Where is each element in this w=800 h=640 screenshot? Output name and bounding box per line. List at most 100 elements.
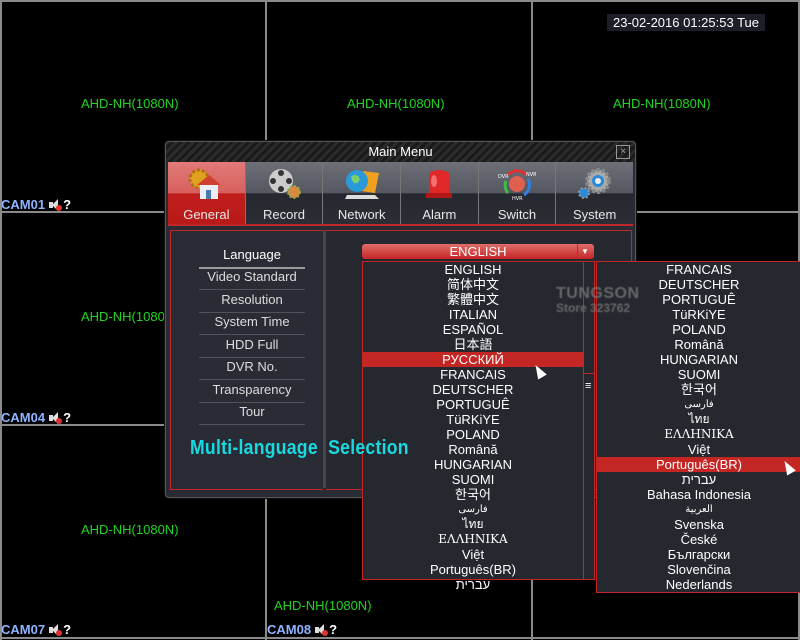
language-option[interactable]: Việt [461, 547, 485, 562]
tab-label: Switch [497, 207, 537, 222]
language-option[interactable]: TüRKiYE [672, 307, 726, 322]
submenu-resolution[interactable]: Resolution [199, 292, 305, 313]
language-option[interactable]: PORTUGUÊ [436, 397, 510, 412]
language-option[interactable]: فارسی [684, 399, 714, 410]
tab-general[interactable]: General [168, 162, 246, 224]
language-option[interactable]: עברית [455, 577, 491, 592]
siren-icon [426, 170, 453, 198]
language-option[interactable]: РУССКИЙ [363, 352, 583, 367]
tab-record[interactable]: Record [245, 162, 324, 224]
language-option[interactable]: FRANCAIS [440, 367, 506, 382]
audio-muted-icon [48, 623, 63, 636]
close-icon[interactable]: × [616, 145, 630, 159]
tab-network[interactable]: Network [323, 162, 402, 224]
language-option[interactable]: ไทย [462, 517, 484, 531]
tab-label: Record [263, 207, 305, 222]
language-option[interactable]: Việt [687, 442, 711, 457]
submenu-transparency[interactable]: Transparency [199, 382, 305, 403]
language-option[interactable]: TüRKiYE [446, 412, 500, 427]
language-option[interactable]: Português(BR) [597, 457, 800, 472]
audio-muted-icon [314, 623, 329, 636]
scrollbar-thumb[interactable] [584, 262, 594, 374]
submenu-video-standard[interactable]: Video Standard [199, 269, 305, 290]
language-option[interactable]: DEUTSCHER [658, 277, 740, 292]
language-option[interactable]: فارسی [458, 504, 488, 515]
camera-name: CAM07 [1, 622, 46, 637]
camera-label-cam07[interactable]: CAM07 ? [1, 622, 71, 637]
chevron-down-icon[interactable]: ▼ [577, 244, 592, 259]
camera-label-cam04[interactable]: CAM04 ? [1, 410, 71, 425]
language-option[interactable]: 繁體中文 [446, 292, 499, 307]
no-signal-icon: ? [63, 410, 72, 425]
language-option[interactable]: Română [448, 442, 498, 457]
language-option[interactable]: Português(BR) [430, 562, 516, 577]
gears-icon [577, 168, 611, 199]
language-option[interactable]: Bahasa Indonesia [646, 487, 752, 502]
panel-divider [323, 230, 326, 488]
language-select[interactable]: ENGLISH ▼ [362, 244, 594, 259]
language-option[interactable]: ESPAÑOL [442, 322, 504, 337]
language-option[interactable]: DEUTSCHER [432, 382, 514, 397]
house-gear-icon [188, 168, 222, 199]
camera-resolution: AHD-NH(1080N) [81, 522, 179, 537]
camera-name: CAM04 [1, 410, 46, 425]
globe-laptop-icon [344, 170, 379, 199]
language-option[interactable]: ไทย [688, 412, 710, 426]
language-option[interactable]: HUNGARIAN [433, 457, 512, 472]
language-option[interactable]: Български [667, 547, 731, 562]
language-option[interactable]: Svenska [674, 517, 724, 532]
submenu-tour[interactable]: Tour [199, 404, 305, 425]
language-option[interactable]: ΕΛΛΗΝΙΚΑ [438, 532, 508, 546]
dropdown-scrollbar[interactable]: ≡ [583, 261, 595, 580]
camera-label-cam01[interactable]: CAM01 ? [1, 197, 71, 212]
language-option[interactable]: עברית [681, 472, 717, 487]
language-option[interactable]: ENGLISH [444, 262, 502, 277]
submenu-dvr-no[interactable]: DVR No. [199, 359, 305, 380]
language-option[interactable]: ITALIAN [448, 307, 498, 322]
language-option[interactable]: POLAND [672, 322, 726, 337]
submenu-hdd-full[interactable]: HDD Full [199, 337, 305, 358]
language-option[interactable]: 한국어 [681, 382, 717, 397]
language-option[interactable]: PORTUGUÊ [662, 292, 736, 307]
no-signal-icon: ? [63, 197, 72, 212]
general-submenu: Language Video Standard Resolution Syste… [170, 230, 323, 490]
tab-system[interactable]: System [556, 162, 634, 224]
scroll-grip-icon[interactable]: ≡ [585, 380, 592, 392]
camera-label-cam08[interactable]: CAM08 ? [267, 622, 337, 637]
camera-resolution: AHD-NH(1080 [81, 309, 165, 324]
no-signal-icon: ? [329, 622, 338, 637]
language-option[interactable]: Nederlands [665, 577, 733, 592]
tab-label: System [573, 207, 617, 222]
language-option[interactable]: České [680, 532, 718, 547]
language-option[interactable]: HUNGARIAN [659, 352, 738, 367]
submenu-system-time[interactable]: System Time [199, 314, 305, 335]
tab-switch[interactable]: DVR NVR HVR Switch [478, 162, 557, 224]
camera-name: CAM01 [1, 197, 46, 212]
language-option[interactable]: SUOMI [451, 472, 495, 487]
watermark-line2: Store 323762 [556, 301, 631, 315]
language-option[interactable]: 日本語 [453, 337, 493, 352]
submenu-language[interactable]: Language [199, 247, 305, 269]
language-option[interactable]: Română [674, 337, 724, 352]
store-watermark: TUNGSON Store 323762 [556, 286, 640, 316]
language-option[interactable]: POLAND [446, 427, 500, 442]
dvr-nvr-hvr-switch-icon: DVR NVR HVR [498, 169, 536, 201]
camera-name: CAM08 [267, 622, 312, 637]
language-option[interactable]: SUOMI [677, 367, 721, 382]
menu-tabs: General Record Network [168, 162, 634, 226]
no-signal-icon: ? [63, 622, 72, 637]
language-option[interactable]: ΕΛΛΗΝΙΚΑ [664, 427, 734, 441]
tab-alarm[interactable]: Alarm [401, 162, 479, 224]
camera-resolution: AHD-NH(1080N) [272, 598, 374, 613]
language-option[interactable]: 简体中文 [446, 277, 499, 292]
window-title-bar[interactable]: Main Menu × [166, 142, 635, 162]
language-option[interactable]: 한국어 [455, 487, 491, 502]
camera-resolution: AHD-NH(1080N) [81, 96, 179, 111]
language-option[interactable]: العربية [685, 504, 713, 515]
tab-label: Alarm [422, 207, 457, 222]
svg-text:DVR: DVR [498, 174, 509, 180]
language-option[interactable]: FRANCAIS [666, 262, 732, 277]
language-option[interactable]: Slovenčina [667, 562, 731, 577]
